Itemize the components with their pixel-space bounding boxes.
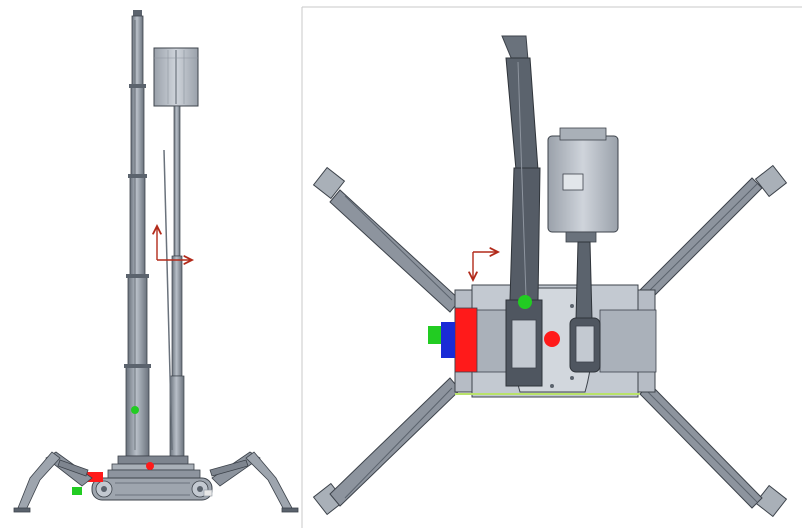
top-green-block [428,326,441,344]
side-right-outrigger [209,451,299,513]
top-red-marker [544,331,560,347]
side-track-chassis [72,472,213,501]
top-main-boom [501,35,543,387]
side-green-marker [131,406,139,414]
top-outrigger-lower-right [639,383,788,518]
top-view [312,35,788,518]
top-axis-indicator [473,252,498,280]
side-red-marker [146,462,154,470]
top-outrigger-upper-right [639,164,788,301]
top-outrigger-upper-left [312,166,461,313]
side-red-block [87,472,103,482]
side-view [13,10,299,513]
top-red-block [454,307,478,373]
top-outrigger-lower-left [312,377,461,516]
top-green-marker [518,295,532,309]
top-secondary-boom [547,127,619,373]
side-turret [107,455,201,479]
top-blue-block [441,322,455,358]
side-secondary-boom [153,47,199,457]
side-green-block [72,487,82,495]
side-left-outrigger [13,451,93,513]
side-main-boom [124,10,151,457]
side-axis-indicator [157,226,192,260]
